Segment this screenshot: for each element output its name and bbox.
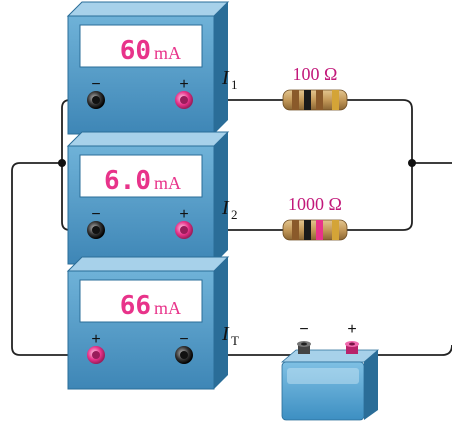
ammeter-2: 6.0 mA − + xyxy=(66,131,230,265)
svg-text:T: T xyxy=(231,333,239,348)
positive-sign: + xyxy=(91,331,100,348)
resistor-band-4 xyxy=(332,220,339,240)
meter-unit: mA xyxy=(154,298,181,318)
resistor-band-3 xyxy=(316,220,323,240)
svg-text:I: I xyxy=(221,323,230,345)
current-label-i2: I 2 xyxy=(221,197,238,222)
meter-unit: mA xyxy=(154,43,181,63)
battery-negative-sign: − xyxy=(299,321,308,338)
resistor-100: 100 Ω xyxy=(282,64,348,111)
svg-text:I: I xyxy=(221,197,230,219)
meter-unit: mA xyxy=(154,173,181,193)
resistor-band-1 xyxy=(292,220,299,240)
resistor-band-2 xyxy=(304,90,311,110)
battery-positive-terminal[interactable] xyxy=(345,341,359,354)
resistor-band-1 xyxy=(292,90,299,110)
resistor-band-4 xyxy=(332,90,339,110)
ammeter-1: 60 mA − + xyxy=(66,1,230,135)
negative-sign: − xyxy=(179,331,188,348)
resistor-label: 1000 Ω xyxy=(288,194,342,214)
resistor-band-2 xyxy=(304,220,311,240)
ammeter-total: 66 mA + − xyxy=(66,256,230,390)
meter-display xyxy=(79,24,203,68)
current-label-i1: I 1 xyxy=(221,67,238,92)
wire-left-to-total xyxy=(11,162,96,356)
meter-display xyxy=(79,279,203,323)
meter-reading: 60 xyxy=(120,36,151,66)
svg-text:1: 1 xyxy=(231,77,238,92)
positive-sign: + xyxy=(179,76,188,93)
battery-negative-terminal[interactable] xyxy=(297,341,311,354)
meter-reading: 6.0 xyxy=(104,166,151,196)
svg-text:I: I xyxy=(221,67,230,89)
svg-text:2: 2 xyxy=(231,207,238,222)
junction-right xyxy=(408,159,416,167)
negative-sign: − xyxy=(91,76,100,93)
junction-left xyxy=(58,159,66,167)
positive-sign: + xyxy=(179,206,188,223)
resistor-1000: 1000 Ω xyxy=(282,194,348,241)
meter-reading: 66 xyxy=(120,291,151,321)
meter-display xyxy=(79,154,203,198)
negative-sign: − xyxy=(91,206,100,223)
current-label-it: I T xyxy=(221,323,239,348)
battery-positive-sign: + xyxy=(347,321,356,338)
resistor-label: 100 Ω xyxy=(293,64,338,84)
resistor-band-3 xyxy=(316,90,323,110)
battery: − + xyxy=(280,321,380,421)
